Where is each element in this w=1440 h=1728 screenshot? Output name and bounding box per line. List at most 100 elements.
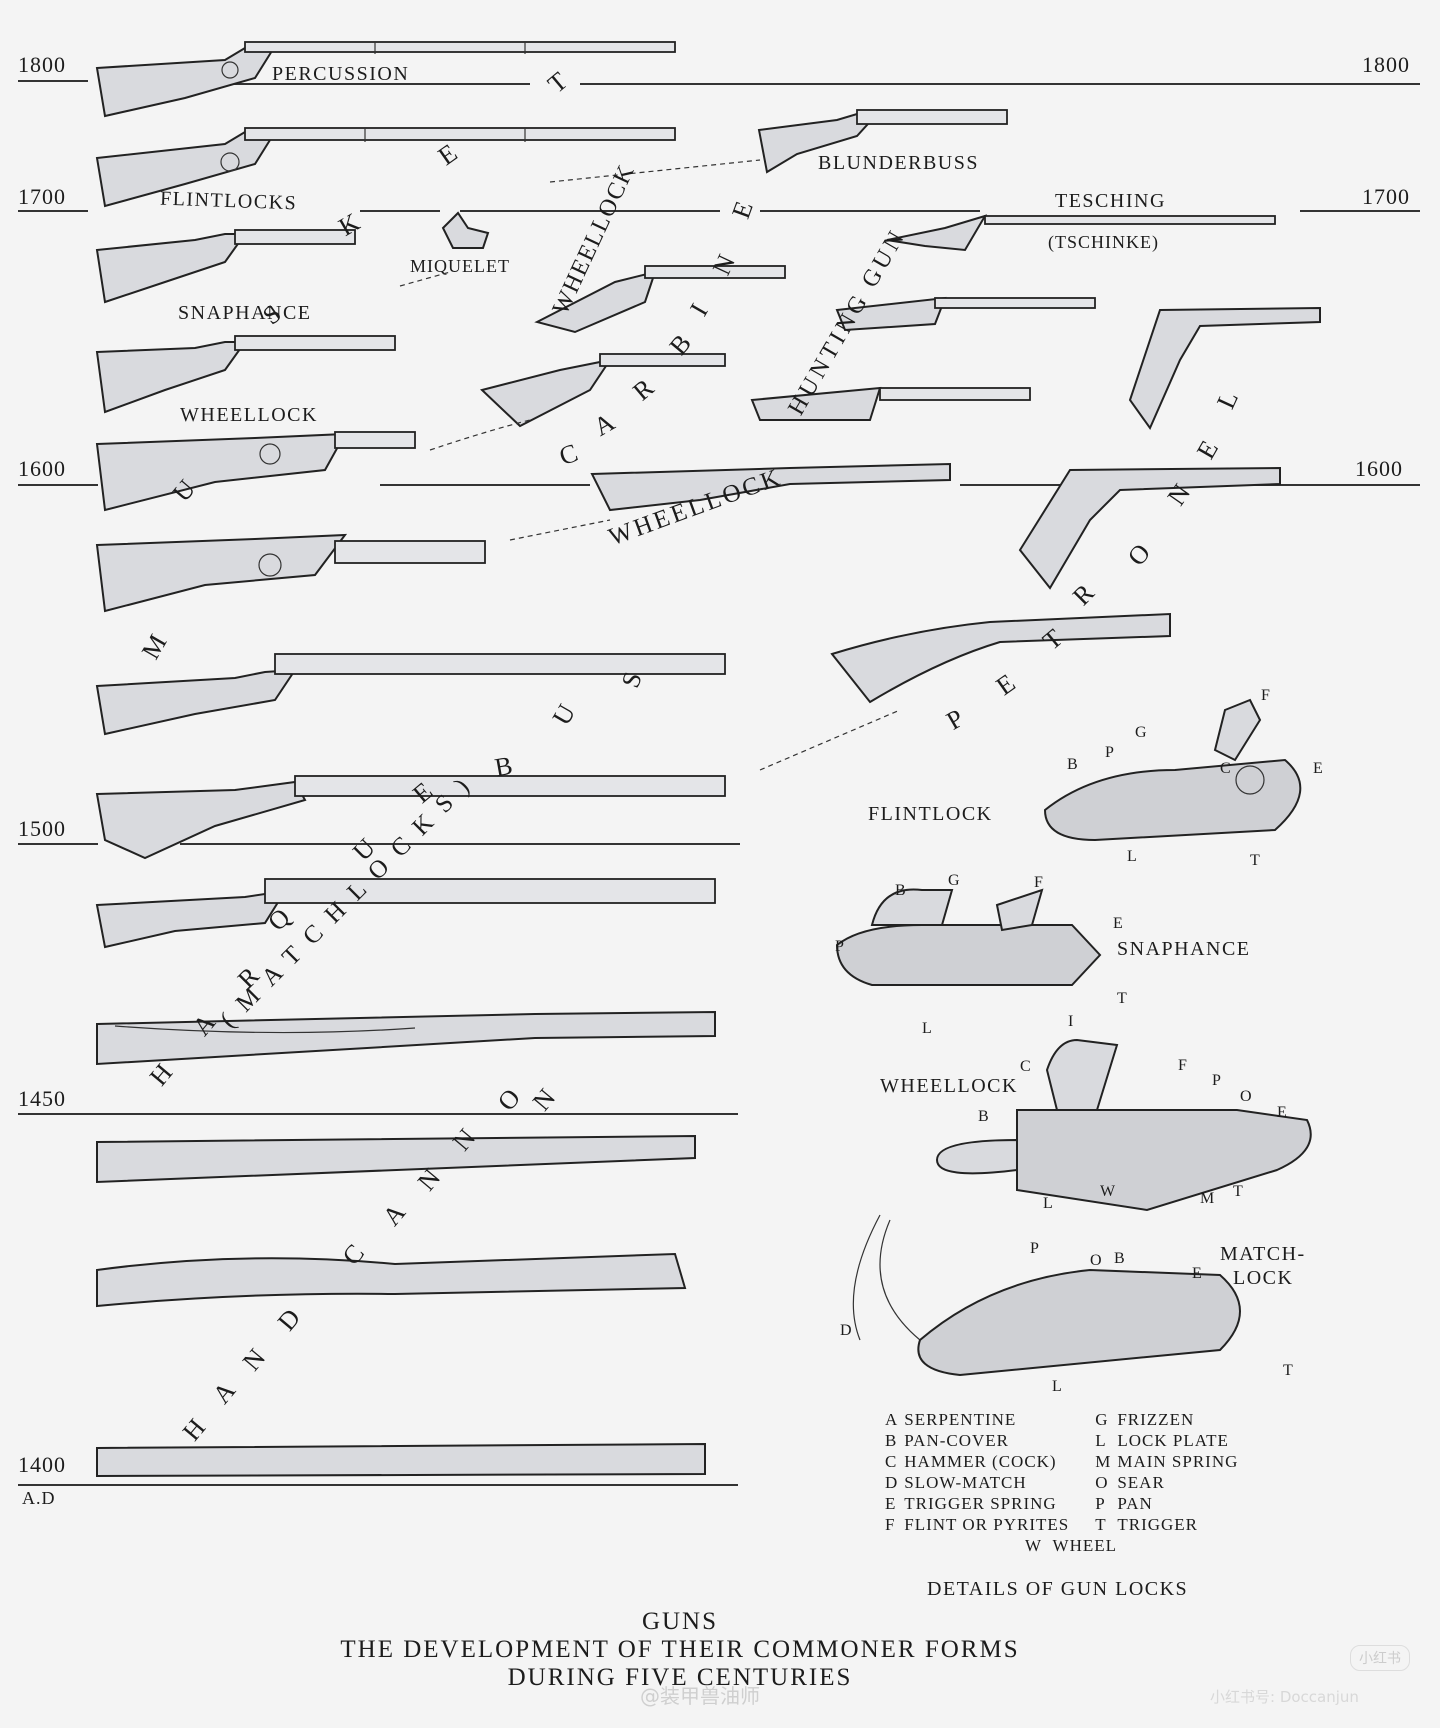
matchlock-2-drawing: [95, 653, 726, 736]
label-text: SEAR: [1117, 1473, 1165, 1492]
label-text: E: [1113, 915, 1123, 932]
label-text: HAMMER (COCK): [904, 1452, 1057, 1471]
wheellock-lock-drawing: [935, 1038, 1312, 1212]
label-text: G: [948, 872, 960, 889]
label-text: T: [1117, 990, 1127, 1007]
label-text: B: [885, 1431, 898, 1450]
label-text: FRIZZEN: [1117, 1410, 1195, 1429]
label-text: G: [1095, 1410, 1109, 1429]
wheellock-musket-drawing: [95, 431, 416, 512]
wheellock-carbine-2-drawing: [479, 353, 726, 428]
label-text: SERPENTINE: [904, 1410, 1017, 1429]
legend-row: A SERPENTINE G FRIZZEN: [885, 1410, 1244, 1431]
legend-caption: DETAILS OF GUN LOCKS: [927, 1578, 1189, 1600]
label-text: E: [885, 1494, 897, 1513]
label-text: P: [835, 938, 844, 955]
year-1700-left: 1700: [18, 184, 66, 209]
label-text: L: [1095, 1431, 1107, 1450]
label-flintlocks: FLINTLOCKS: [159, 187, 298, 215]
label-text: E: [1277, 1104, 1287, 1121]
label-wheellock: WHEELLOCK: [180, 404, 318, 426]
label-text: E: [1313, 760, 1323, 777]
year-1450: 1450: [18, 1086, 66, 1111]
label-text: A: [376, 1198, 412, 1232]
label-text: F: [1034, 874, 1043, 891]
label-text: L: [922, 1020, 932, 1037]
legend-extra-row: W WHEEL: [885, 1536, 1244, 1556]
petronel-1-drawing: [1018, 466, 1281, 590]
wheellock-carbine-1-drawing: [534, 265, 786, 334]
label-text: PAN: [1117, 1494, 1153, 1513]
timeline-rule-1800-b: [200, 83, 530, 85]
matchlock-detail-title-1: MATCH-: [1220, 1243, 1306, 1265]
label-text: A: [206, 1376, 242, 1410]
title-line-1: GUNS: [641, 1608, 719, 1635]
label-text: C: [1020, 1058, 1031, 1075]
matchlock-1-drawing: [95, 533, 486, 613]
title-line-3: DURING FIVE CENTURIES: [507, 1664, 853, 1691]
tesching-drawing: [886, 214, 1276, 252]
flintlock-lock-drawing: [1043, 698, 1302, 842]
label-text: I: [1068, 1013, 1074, 1030]
snaphance-gun-2-drawing: [95, 335, 396, 414]
flintlock-musket-drawing: [95, 127, 676, 208]
label-text: C: [885, 1452, 898, 1471]
label-text: A: [885, 1410, 899, 1429]
blunderbuss-drawing: [757, 109, 1008, 174]
snaphance-gun-1-drawing: [95, 229, 356, 304]
hand-cannon-1450-drawing: [96, 1134, 696, 1184]
hunting-gun-1-drawing: [835, 296, 1096, 332]
snaphance-lock-drawing: [835, 888, 1102, 986]
harquebus-3-drawing: [96, 1010, 716, 1066]
petronel-2-drawing: [830, 612, 1171, 704]
label-text: O: [1240, 1088, 1252, 1105]
label-text: LOCK PLATE: [1117, 1431, 1229, 1450]
year-1400: 1400: [18, 1452, 66, 1477]
snaphance-detail-title: SNAPHANCE: [1117, 938, 1251, 960]
label-text: P: [1030, 1240, 1039, 1257]
era-label: A.D: [22, 1488, 56, 1508]
hand-cannon-1400-drawing: [96, 1442, 706, 1478]
timeline-rule-1400: [18, 1484, 738, 1486]
label-text: W: [1025, 1536, 1043, 1555]
timeline-rule-1800-c: [580, 83, 1420, 85]
label-text: B: [978, 1108, 989, 1125]
year-1600-left: 1600: [18, 456, 66, 481]
miquelet-lock-drawing: [441, 211, 490, 249]
label-text: L: [1052, 1378, 1062, 1395]
label-snaphance: SNAPHANCE: [178, 302, 312, 324]
label-text: N: [526, 1083, 562, 1117]
timeline-rule-1700: [18, 210, 88, 212]
label-text: MAIN SPRING: [1117, 1452, 1239, 1471]
watermark-weibo: @装甲兽油师: [640, 1684, 760, 1708]
label-text: O: [1090, 1252, 1102, 1269]
label-text: N: [236, 1343, 272, 1377]
label-text: D: [840, 1322, 852, 1339]
flintlock-detail-title: FLINTLOCK: [868, 803, 993, 825]
watermark-handle: 小红书号: Doccanjun: [1210, 1688, 1359, 1706]
label-text: TRIGGER SPRING: [904, 1494, 1057, 1513]
wheellock-detail-title: WHEELLOCK: [880, 1075, 1018, 1097]
label-text: P: [1095, 1494, 1106, 1513]
year-1800-left: 1800: [18, 52, 66, 77]
label-text: L: [1127, 848, 1137, 865]
legend-row: E TRIGGER SPRING P PAN: [885, 1494, 1244, 1515]
year-1700-right: 1700: [1362, 184, 1410, 209]
label-text: F: [885, 1515, 896, 1534]
label-text: P: [1212, 1072, 1221, 1089]
year-1600-right: 1600: [1355, 456, 1403, 481]
timeline-rule-1450: [18, 1113, 738, 1115]
timeline-rule-1600: [18, 484, 98, 486]
label-text: L: [1043, 1195, 1053, 1212]
watermark-badge: 小红书: [1350, 1645, 1410, 1671]
timeline-rule-1500-b: [180, 843, 740, 845]
label-text: B: [895, 882, 906, 899]
year-1800-right: 1800: [1362, 52, 1410, 77]
label-text: T: [1250, 852, 1260, 869]
label-text: E: [726, 197, 759, 223]
